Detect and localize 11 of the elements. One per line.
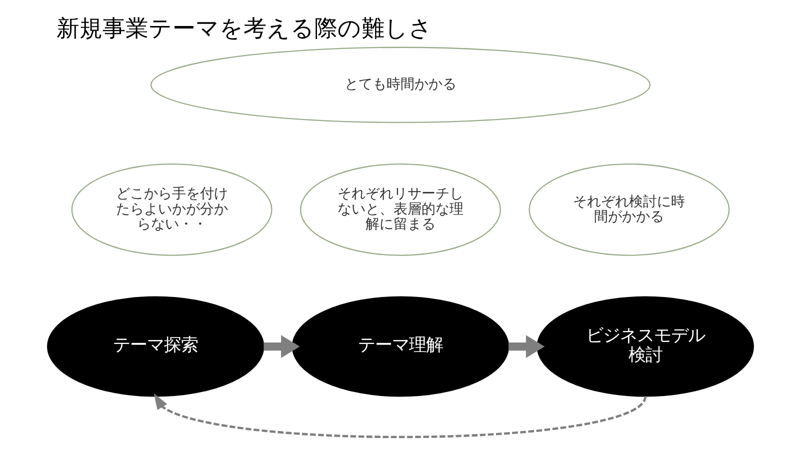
arrow xyxy=(153,393,646,438)
node-ellipse: それぞれ検討に時間がかかる xyxy=(528,163,730,256)
node-ellipse: それぞれリサーチしないと、表層的な理解に留まる xyxy=(300,163,500,256)
node-ellipse: どこから手を付けたらよいかが分からない・・ xyxy=(70,163,272,256)
arrow xyxy=(263,335,300,358)
diagram-title: 新規事業テーマを考える際の難しさ xyxy=(56,16,432,42)
node-ellipse: テーマ理解 xyxy=(291,296,509,397)
arrow xyxy=(508,335,544,358)
node-ellipse: ビジネスモデル検討 xyxy=(536,296,754,397)
node-ellipse: とても時間かかる xyxy=(150,46,650,124)
node-ellipse: テーマ探索 xyxy=(46,296,264,397)
